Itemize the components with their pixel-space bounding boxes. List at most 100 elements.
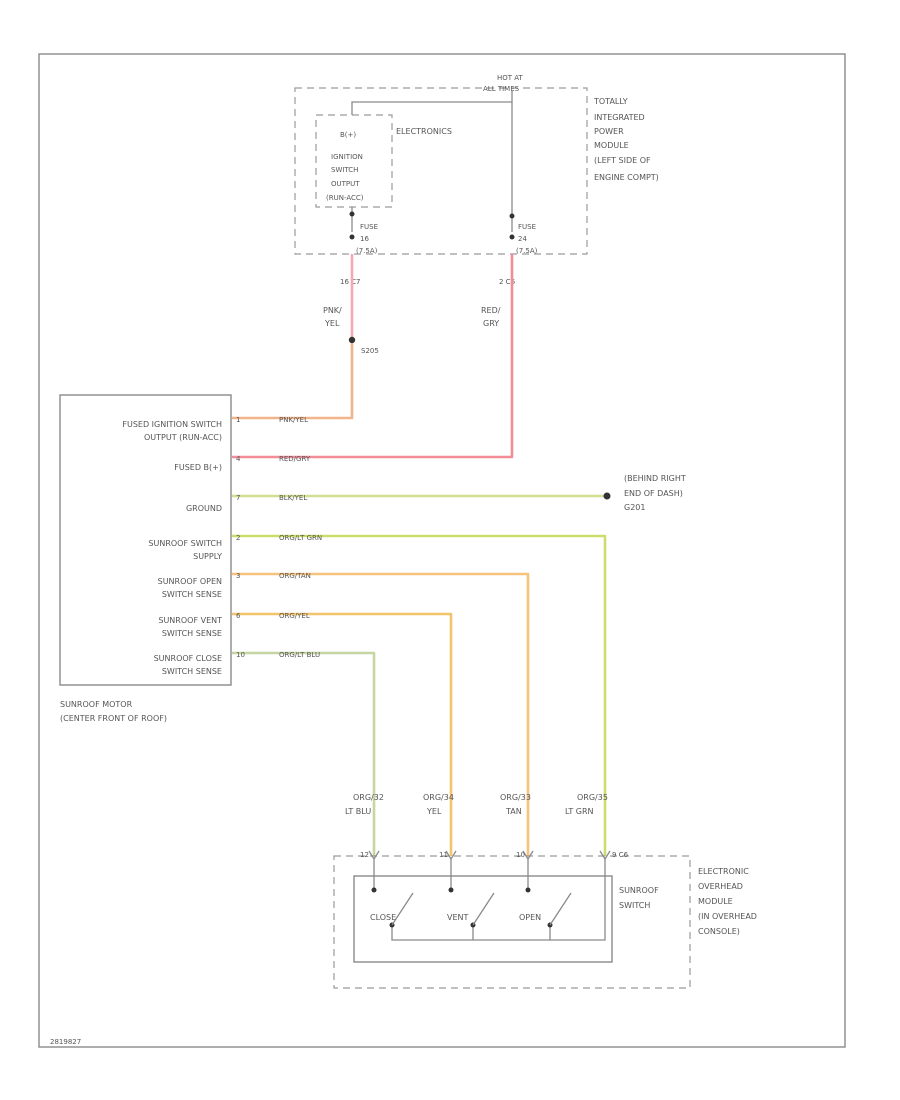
motor-pin7-wire: BLK/YEL bbox=[279, 494, 307, 502]
wire-pnk-yel bbox=[232, 343, 354, 420]
tipm-hot-at-line2: ALL TIMES bbox=[483, 85, 520, 93]
tipm-bus-line bbox=[351, 90, 513, 115]
tipm-label-line4: MODULE bbox=[594, 141, 629, 150]
wire-org-ltblu bbox=[232, 651, 376, 856]
motor-pin6-label-line1: SUNROOF VENT bbox=[158, 616, 222, 625]
motor-pin3-label-line2: SWITCH SENSE bbox=[162, 590, 222, 599]
motor-label-line2: (CENTER FRONT OF ROOF) bbox=[60, 714, 167, 723]
eom-label-line3: MODULE bbox=[698, 897, 733, 906]
motor-pin7-number: 7 bbox=[236, 494, 240, 502]
motor-pin3-wire: ORG/TAN bbox=[279, 572, 311, 580]
motor-pin6-number: 6 bbox=[236, 612, 241, 620]
tipm-dashed-box bbox=[294, 87, 588, 255]
motor-pin1-label-line1: FUSED IGNITION SWITCH bbox=[122, 420, 222, 429]
eom-wire3-code: ORG/33 bbox=[500, 793, 531, 802]
fuse-left-line2: 16 bbox=[360, 235, 369, 243]
tipm-label-line6: ENGINE COMPT) bbox=[594, 173, 659, 182]
motor-pin3-number: 3 bbox=[236, 572, 240, 580]
eom-label-line2: OVERHEAD bbox=[698, 882, 743, 891]
motor-pin3-label-line1: SUNROOF OPEN bbox=[158, 577, 222, 586]
open-switch-contact bbox=[525, 887, 531, 893]
wire-red-gry bbox=[232, 254, 514, 459]
right-feed-node bbox=[509, 213, 515, 219]
relay-output-node bbox=[349, 211, 355, 217]
ground-label-line2: END OF DASH) bbox=[624, 489, 683, 498]
close-switch-contact bbox=[371, 887, 377, 893]
vent-switch-contact bbox=[448, 887, 454, 893]
conn-left-label: 16 C7 bbox=[340, 278, 360, 286]
conn-right-label: 2 C6 bbox=[499, 278, 516, 286]
diagram-id: 2819827 bbox=[50, 1038, 81, 1046]
ground-dot bbox=[603, 492, 611, 500]
motor-pin1-wire: PNK/YEL bbox=[279, 416, 308, 424]
diagram-frame bbox=[38, 53, 846, 1048]
fuse-right-terminal bbox=[509, 234, 515, 240]
eom-wire2-color: YEL bbox=[426, 807, 442, 816]
motor-label-line1: SUNROOF MOTOR bbox=[60, 700, 133, 709]
vent-switch-blade bbox=[472, 892, 495, 926]
motor-pin10-wire: ORG/LT BLU bbox=[279, 651, 320, 659]
wire-top-right-line2: GRY bbox=[483, 319, 499, 328]
relay-label-line4: (RUN-ACC) bbox=[326, 194, 364, 202]
motor-pin4-wire: RED/GRY bbox=[279, 455, 311, 463]
eom-label-line4: (IN OVERHEAD bbox=[698, 912, 757, 921]
switch-lead-supply bbox=[391, 859, 606, 941]
electronics-label: ELECTRONICS bbox=[396, 127, 452, 136]
splice-dot bbox=[348, 336, 356, 344]
tipm-label-line2: INTEGRATED bbox=[594, 113, 645, 122]
sunroof-motor-box bbox=[59, 394, 232, 686]
fuse-left-line3: (7.5A) bbox=[356, 247, 378, 255]
motor-pin6-wire: ORG/YEL bbox=[279, 612, 310, 620]
wire-org-ltgrn bbox=[232, 534, 607, 856]
motor-pin6-label-line2: SWITCH SENSE bbox=[162, 629, 222, 638]
eom-wire4-code: ORG/35 bbox=[577, 793, 608, 802]
wire-top-left-line2: YEL bbox=[324, 319, 340, 328]
switch-label-line1: SUNROOF bbox=[619, 886, 659, 895]
eom-pin11-number: 11 bbox=[439, 851, 448, 859]
splice-label: S205 bbox=[361, 347, 379, 355]
eom-pin12-number: 12 bbox=[360, 851, 369, 859]
close-switch-blade bbox=[391, 892, 414, 926]
open-switch-label: OPEN bbox=[519, 913, 541, 922]
eom-label-line1: ELECTRONIC bbox=[698, 867, 749, 876]
wire-top-right-line1: RED/ bbox=[481, 306, 501, 315]
eom-dashed-box bbox=[333, 855, 691, 989]
motor-pin1-number: 1 bbox=[236, 416, 240, 424]
switch-label-line2: SWITCH bbox=[619, 901, 650, 910]
close-switch-label: CLOSE bbox=[370, 913, 396, 922]
tipm-label-line5: (LEFT SIDE OF bbox=[594, 156, 651, 165]
eom-wire4-color: LT GRN bbox=[565, 807, 594, 816]
wire-org-yel bbox=[232, 612, 453, 856]
relay-label-line3: OUTPUT bbox=[331, 180, 360, 188]
tipm-label-line3: POWER bbox=[594, 127, 624, 136]
eom-label-line5: CONSOLE) bbox=[698, 927, 740, 936]
vent-switch-label: VENT bbox=[447, 913, 469, 922]
motor-pin4-number: 4 bbox=[236, 455, 241, 463]
fuse-right-line1: FUSE bbox=[518, 223, 536, 231]
motor-pin7-label: GROUND bbox=[186, 504, 222, 513]
ground-label-line3: G201 bbox=[624, 503, 645, 512]
wire-org-tan bbox=[232, 572, 530, 856]
open-switch-blade bbox=[549, 892, 572, 926]
relay-label-line1: IGNITION bbox=[331, 153, 363, 161]
sunroof-switch-box bbox=[353, 875, 613, 963]
relay-title: B(+) bbox=[340, 131, 356, 139]
fuse-right-line2: 24 bbox=[518, 235, 527, 243]
tipm-label-line1: TOTALLY bbox=[593, 97, 628, 106]
ground-label-line1: (BEHIND RIGHT bbox=[624, 474, 686, 483]
eom-wire1-code: ORG/32 bbox=[353, 793, 384, 802]
motor-pin2-number: 2 bbox=[236, 534, 240, 542]
tipm-hot-at-line1: HOT AT bbox=[497, 74, 524, 82]
eom-wire2-code: ORG/34 bbox=[423, 793, 454, 802]
eom-wire3-color: TAN bbox=[505, 807, 522, 816]
ignition-relay-box bbox=[315, 114, 393, 208]
fuse-right-line3: (7.5A) bbox=[516, 247, 538, 255]
motor-pin10-label-line1: SUNROOF CLOSE bbox=[154, 654, 222, 663]
eom-pin9-number: 9 C6 bbox=[612, 851, 629, 859]
motor-pin2-wire: ORG/LT GRN bbox=[279, 534, 322, 542]
motor-pin4-label: FUSED B(+) bbox=[174, 463, 222, 472]
eom-wire1-color: LT BLU bbox=[345, 807, 371, 816]
relay-label-line2: SWITCH bbox=[331, 166, 358, 174]
wire-top-left-line1: PNK/ bbox=[323, 306, 342, 315]
